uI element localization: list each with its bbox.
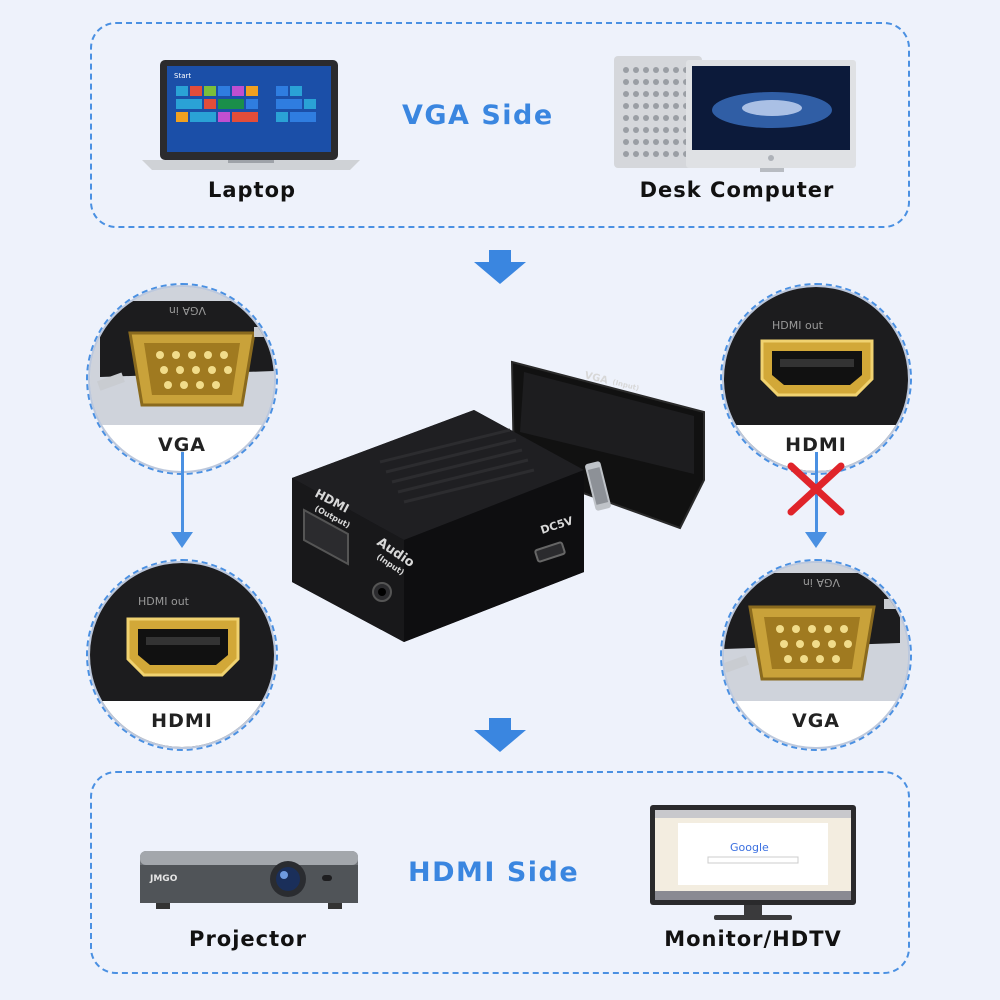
hdmi-out-print-right: HDMI out (772, 319, 824, 332)
vga-side-title: VGA Side (402, 100, 554, 131)
hdmi-out-print-left: HDMI out (138, 595, 190, 608)
left-flow-arrowhead (171, 532, 193, 548)
vga-in-print: VGA in (169, 304, 206, 317)
arrow-down-icon-2 (474, 718, 526, 752)
arrow-down-icon (474, 250, 526, 284)
vga-port-circle-right: VGA in VGA (724, 563, 908, 747)
desk-computer-caption: Desk Computer (639, 178, 835, 202)
left-flow-line (181, 452, 184, 532)
laptop-caption: Laptop (207, 178, 297, 202)
hdmi-label-right: HDMI (724, 425, 908, 471)
projector-icon: JMGO (140, 851, 358, 909)
hdmi-label-left: HDMI (90, 701, 274, 747)
vga-in-print-right: VGA in (803, 576, 840, 589)
desktop-computer-icon (614, 56, 856, 172)
laptop-start-text: Start (174, 72, 191, 80)
projector-caption: Projector (189, 927, 307, 951)
hdmi-port-circle-left: HDMI out HDMI (90, 563, 274, 747)
laptop-icon: Start (142, 60, 360, 170)
vga-label-left: VGA (90, 425, 274, 471)
vga-port-circle-left: VGA in VGA (90, 287, 274, 471)
vga-to-hdmi-adapter: VGA (Input) HDMI (Output) Audio (Input) … (292, 360, 705, 642)
right-flow-arrowhead (805, 532, 827, 548)
monitor-icon: Google (650, 805, 856, 920)
hdmi-side-title: HDMI Side (408, 857, 580, 888)
hdmi-side-panel: JMGO Projector HDMI Side Google Monitor/… (90, 771, 910, 974)
vga-side-panel: Start Laptop VGA Side (90, 22, 910, 228)
vga-label-right: VGA (724, 701, 908, 747)
cross-icon (787, 462, 845, 516)
hdmi-port-circle-right: HDMI out HDMI (724, 287, 908, 471)
google-text: Google (730, 841, 769, 854)
monitor-caption: Monitor/HDTV (664, 927, 842, 951)
projector-brand-text: JMGO (149, 874, 178, 884)
